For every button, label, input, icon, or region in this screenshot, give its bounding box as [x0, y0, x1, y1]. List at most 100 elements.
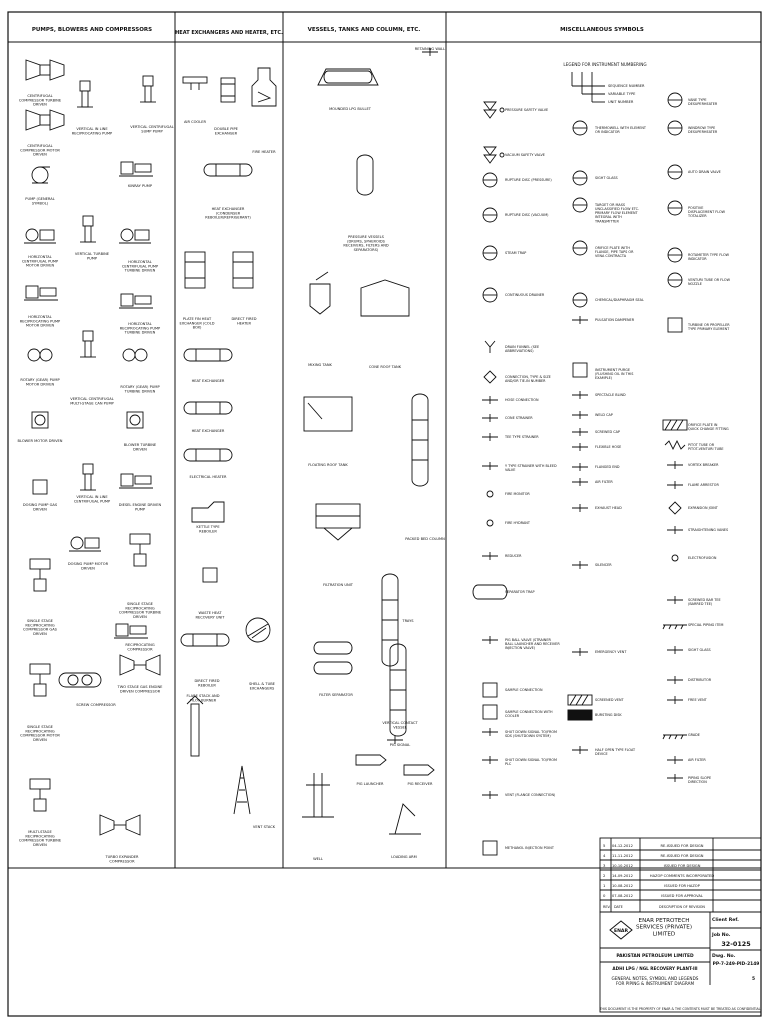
symbol-graphic — [667, 200, 683, 216]
client-name: PAKISTAN PETROLEUM LIMITED — [616, 953, 694, 959]
symbol-graphic — [381, 573, 399, 667]
project-name: ADHI LPG / NGL RECOVERY PLANT-III — [612, 966, 698, 971]
symbol-label: SCREENED VENT — [595, 698, 625, 702]
symbol-graphic — [220, 77, 236, 103]
symbol-graphic — [119, 654, 161, 676]
symbol-label: FIRE MONITOR — [505, 492, 530, 496]
job-no: 32-0125 — [721, 940, 750, 948]
symbol-label: PRESSURE SAFETY VALVE — [505, 108, 548, 112]
symbol-graphic — [313, 641, 353, 675]
symbol-graphic — [667, 272, 683, 288]
symbol-label: ELECTRICAL HEATER — [189, 475, 227, 479]
symbol-graphic — [140, 75, 156, 103]
symbol-label: AIR FILTER — [688, 758, 706, 762]
symbol-graphic — [69, 536, 101, 552]
symbol-graphic — [482, 682, 498, 698]
symbol-graphic — [302, 773, 334, 818]
symbol-graphic — [572, 504, 588, 512]
symbol-graphic — [667, 461, 683, 469]
symbol-graphic — [31, 411, 49, 429]
symbol-label: FLEXIBLE HOSE — [595, 445, 621, 449]
symbol-graphic — [482, 245, 498, 261]
company-logo — [609, 920, 633, 940]
sheet-border — [7, 11, 762, 1017]
symbol-label: FLOATING ROOF TANK — [308, 463, 348, 467]
legend-line: VARIABLE TYPE — [608, 92, 636, 96]
symbol-graphic — [662, 624, 687, 630]
symbol-graphic — [180, 633, 230, 647]
symbol-graphic — [667, 120, 683, 136]
symbol-label: EMERGENCY VENT — [595, 650, 627, 654]
symbol-label: PULSATION DAMPENER — [595, 318, 635, 322]
symbol-graphic — [572, 197, 588, 213]
symbol-label: HEAT EXCHANGER — [192, 379, 225, 383]
symbol-label: EXPANSION JOINT — [688, 506, 719, 510]
symbol-label: CONE ROOF TANK — [369, 365, 402, 369]
symbol-graphic — [572, 240, 588, 256]
symbol-label: SEPARATOR TRAP — [505, 590, 535, 594]
symbol-graphic — [667, 317, 683, 333]
symbol-graphic — [122, 348, 148, 362]
symbol-label: BURSTING DISK — [595, 713, 622, 717]
symbol-graphic — [482, 704, 498, 720]
symbol-graphic — [186, 695, 204, 757]
dwg-no-label: Dwg. No. — [712, 953, 736, 959]
symbol-graphic — [182, 76, 208, 90]
revision-date: 10-08-2012 — [612, 884, 633, 888]
symbol-graphic — [482, 433, 498, 441]
symbol-graphic — [482, 462, 498, 470]
legend-line: SEQUENCE NUMBER — [608, 84, 645, 88]
symbol-graphic — [29, 558, 51, 592]
symbol-graphic — [315, 503, 361, 541]
symbol-label: FIRE HEATER — [252, 150, 276, 154]
symbol-graphic — [29, 778, 51, 812]
symbol-graphic — [202, 567, 218, 583]
symbol-graphic — [667, 646, 683, 654]
revision-desc: ISSUED FOR HAZOP — [664, 884, 700, 888]
symbol-label: GRADE — [688, 733, 700, 737]
symbol-graphic — [667, 774, 683, 782]
symbol-graphic — [411, 393, 429, 487]
symbol-label: SCREWED BAR TEE(BARRED TEE) — [688, 598, 721, 606]
symbol-graphic — [664, 439, 686, 451]
symbol-label: AUTO DRAIN VALVE — [688, 170, 721, 174]
symbol-label: PACKED BED COLUMN — [405, 537, 445, 541]
revision-date: 07-08-2012 — [612, 894, 633, 898]
symbol-label: PIG SIGNAL — [390, 743, 410, 747]
symbol-graphic — [572, 391, 588, 399]
revision-desc: HAZOP COMMENTS INCORPORATED — [650, 874, 714, 878]
symbol-graphic — [572, 411, 588, 419]
revision-desc: RE-ISSUED FOR DESIGN — [661, 844, 704, 848]
symbol-label: VACUUM SAFETY VALVE — [505, 153, 545, 157]
symbol-label: WELD CAP — [595, 413, 613, 417]
job-no-label: Job No. — [711, 932, 731, 938]
legend-line: UNIT NUMBER — [608, 100, 634, 104]
symbol-label: FLANGED END — [595, 465, 620, 469]
symbol-graphic — [233, 765, 251, 815]
symbol-label: MIXING TANK — [308, 363, 332, 367]
symbol-graphic — [114, 623, 148, 639]
legend-title: LEGEND FOR INSTRUMENT NUMBERING — [563, 62, 646, 67]
symbol-graphic — [482, 636, 498, 644]
symbol-graphic — [183, 448, 233, 462]
